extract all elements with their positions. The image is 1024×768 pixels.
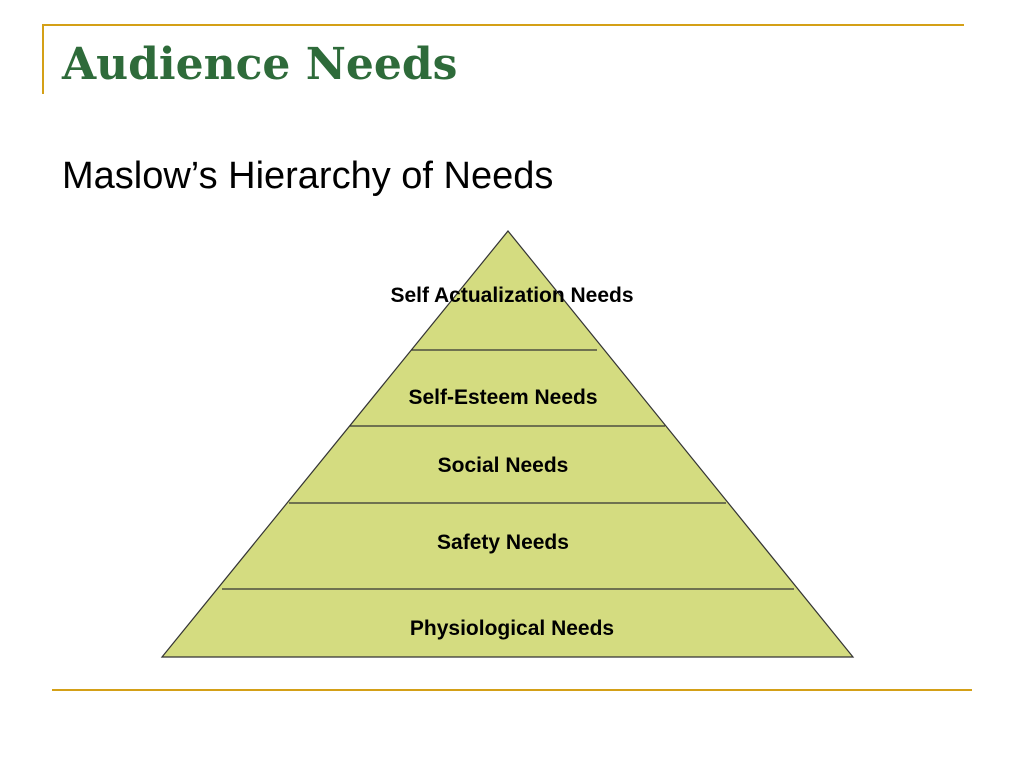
frame-bottom-rule [52,689,972,691]
pyramid-level-self-esteem: Self-Esteem Needs [408,386,597,409]
pyramid-level-physiological: Physiological Needs [410,617,614,640]
pyramid-body [160,230,855,658]
slide-title: Audience Needs [62,39,458,90]
slide-subtitle: Maslow’s Hierarchy of Needs [62,155,554,197]
pyramid-level-safety: Safety Needs [437,531,569,554]
pyramid-level-self-actualization: Self Actualization Needs [390,284,633,307]
frame-top-rule [42,24,964,26]
frame-left-rule [42,24,44,94]
pyramid-level-social: Social Needs [438,454,569,477]
